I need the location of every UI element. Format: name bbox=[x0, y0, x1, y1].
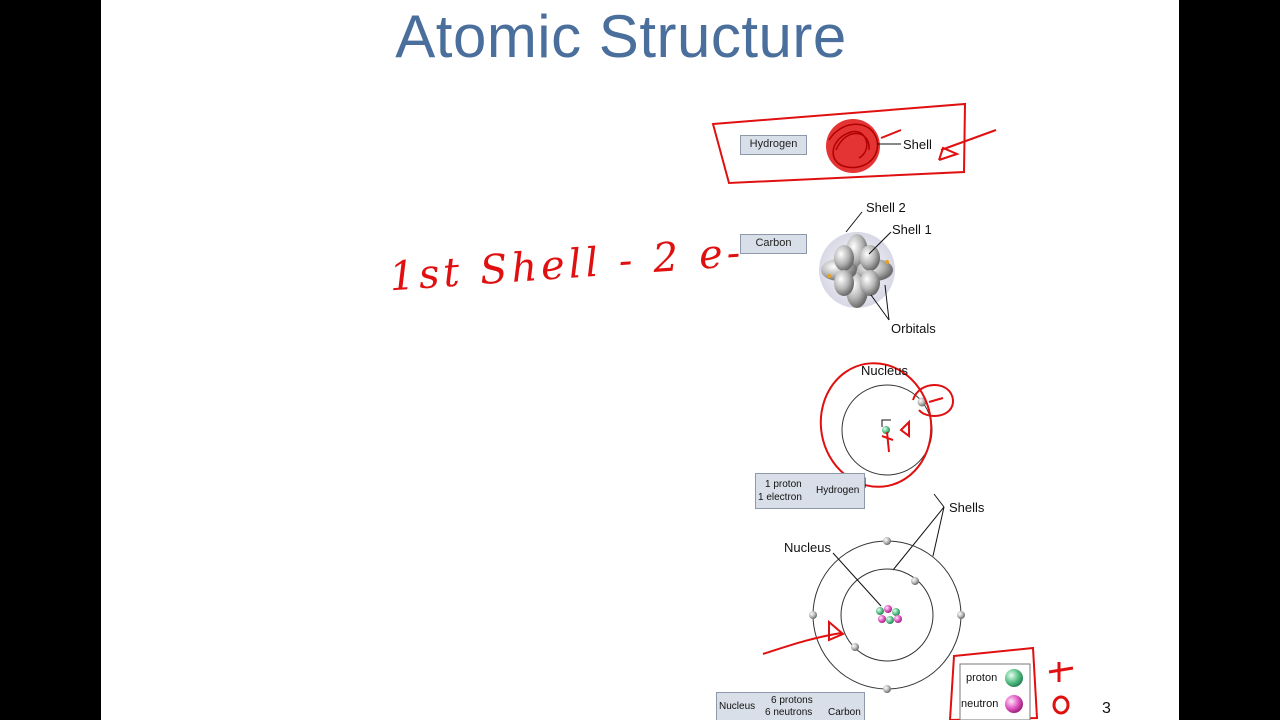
carbon-composition-box: Nucleus 6 protons 6 neutrons Carbon bbox=[716, 692, 865, 720]
plus-mark bbox=[1048, 662, 1074, 682]
carbon-name: Carbon bbox=[828, 707, 861, 718]
page-number: 3 bbox=[1102, 700, 1111, 717]
carbon-protons: 6 protons bbox=[771, 695, 813, 706]
hydrogen-bohr-figure bbox=[819, 362, 955, 488]
atomic-figures bbox=[711, 102, 1074, 720]
carbon-nucleus-prefix: Nucleus bbox=[719, 701, 756, 712]
shell-2-label: Shell 2 bbox=[866, 200, 906, 215]
legend-outline bbox=[948, 646, 1039, 720]
hydrogen-shell-figure bbox=[711, 102, 997, 185]
hydrogen-name: Hydrogen bbox=[816, 485, 860, 496]
hydrogen-label: Hydrogen bbox=[740, 135, 807, 155]
nucleus-label-hydrogen: Nucleus bbox=[861, 363, 908, 378]
carbon-neutrons: 6 neutrons bbox=[765, 707, 813, 718]
shell-1-label: Shell 1 bbox=[892, 222, 932, 237]
hydrogen-electrons: 1 electron bbox=[758, 492, 802, 503]
legend-proton-label: proton bbox=[966, 672, 998, 684]
orbitals-label: Orbitals bbox=[891, 321, 936, 336]
shell-label: Shell bbox=[903, 137, 932, 152]
carbon-bohr-figure bbox=[762, 537, 965, 711]
zero-mark bbox=[1052, 695, 1070, 715]
carbon-orbitals-figure bbox=[819, 211, 895, 321]
hydrogen-protons: 1 proton bbox=[765, 479, 802, 490]
slide-title: Atomic Structure bbox=[395, 3, 847, 70]
hydrogen-composition-box: 1 proton 1 electron Hydrogen bbox=[755, 473, 865, 509]
legend-neutron-label: neutron bbox=[961, 698, 999, 710]
carbon-label: Carbon bbox=[740, 234, 807, 254]
slide: Atomic Structure bbox=[101, 0, 1179, 720]
nucleus-label-carbon: Nucleus bbox=[784, 540, 831, 555]
shells-label: Shells bbox=[949, 500, 985, 515]
